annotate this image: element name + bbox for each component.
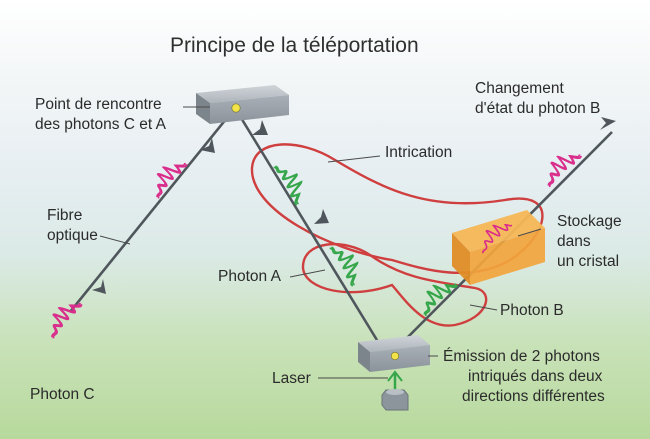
storage-label-line-2: dans [557,233,591,250]
intrication-label: Intrication [385,144,452,161]
direction-arrows [92,117,616,294]
leader-intrication [327,155,381,163]
meeting-point-label-line-1: Point de rencontre [35,96,162,113]
photon-stored-packet [482,224,513,254]
arrow-photon-a-high [252,120,268,135]
emission-label-line-2: intriqués dans deux [468,368,603,385]
laser-source [381,389,409,411]
storage-label-line-3: un cristal [557,253,619,270]
emission-label-line-3: directions différentes [462,388,605,405]
leader-fibre [99,235,131,245]
photon-b-lower-packet [423,283,458,317]
arrow-fibre-high [200,138,215,153]
state-change-label-line-1: Changement [475,80,564,97]
photon-c-flight-packet [156,162,188,199]
storage-crystal [452,210,545,285]
arrow-photon-b-tip [600,117,616,130]
entanglement-loop-lower [301,243,488,327]
photon-c-path [68,107,237,313]
arrow-fibre-low [92,279,106,294]
meeting-point-label-line-2: des photons C et A [35,116,167,133]
photon-b-changed-packet [547,154,582,188]
label-leaders [99,106,542,379]
state-change-label-line-2: d'état du photon B [475,100,600,117]
photon-a-path [233,107,382,346]
leader-photon-a [289,269,326,278]
fibre-label-line-1: Fibre [47,207,82,224]
arrow-photon-a-low [314,209,329,224]
photon-a-lower-packet [329,246,359,287]
photon-a-upper-packet [273,165,303,206]
meeting-point-dot [231,103,241,113]
emission-dot [390,351,400,361]
storage-label-line-1: Stockage [557,213,622,230]
laser-label: Laser [272,370,311,387]
laser-emitter [358,335,430,411]
diagram-title: Principe de la téléportation [170,34,419,57]
fibre-label-line-2: optique [47,227,98,244]
leader-photon-b [469,304,498,311]
leader-storage [517,228,542,237]
photon-b-label: Photon B [500,302,564,319]
emission-label-line-1: Émission de 2 photons [443,348,600,365]
photon-c-wave-packet [51,302,83,339]
meeting-point-box [196,85,289,124]
photon-c-label: Photon C [30,386,95,403]
photon-a-label: Photon A [218,268,282,285]
